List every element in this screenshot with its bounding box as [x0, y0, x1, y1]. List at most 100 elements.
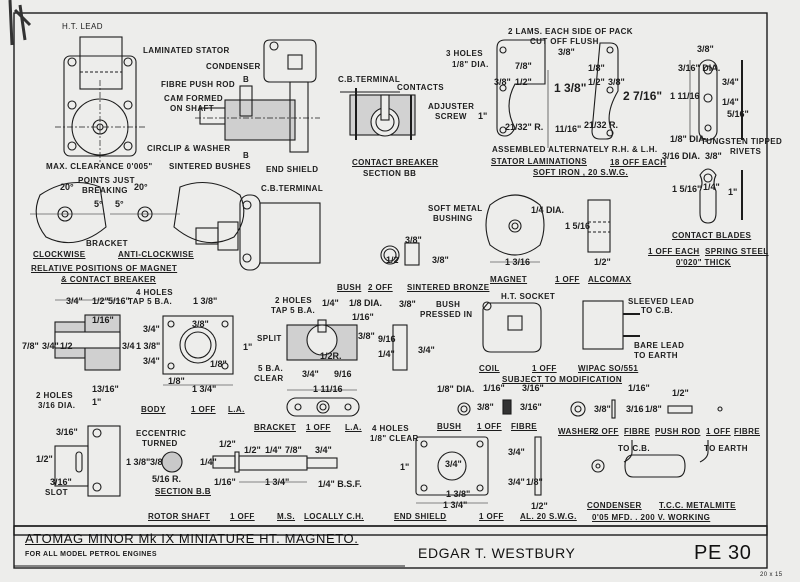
contact-blades-material: SPRING STEEL: [705, 247, 769, 256]
dimension-lines: [55, 60, 691, 504]
shaft-dim: 1/2": [219, 439, 236, 449]
end-shield-dim: 1 3/4": [443, 500, 468, 510]
section-bb-caption: SECTION BB: [363, 169, 417, 178]
bracket-dim: 3/4": [302, 369, 319, 379]
stator-dim: 1/8": [588, 63, 605, 73]
body-dim: 3/4": [143, 356, 160, 366]
stator-dim: 21/32" R.: [505, 122, 544, 132]
body-holes-2: TAP 5 B.A.: [128, 297, 173, 306]
rotor-part-dim: 3/16": [56, 427, 78, 437]
end-shield-holes-1: 4 HOLES: [372, 424, 410, 433]
section-dim: 3/8: [150, 457, 163, 467]
stator-dim: 2 7/16": [623, 89, 663, 103]
bush-fibre-material: FIBRE: [511, 422, 537, 431]
coil-drawing: [482, 300, 640, 353]
body-dim: 1/2": [92, 296, 109, 306]
washer-material: FIBRE: [624, 427, 650, 436]
stator-lamination-left: [496, 39, 546, 137]
stator-dim: 3/8": [558, 47, 575, 57]
breaking-label: BREAKING: [82, 186, 128, 195]
shaft-dim: 7/8": [285, 445, 302, 455]
rotor-part-dim: 3/16": [50, 477, 72, 487]
bush-fibre-dia: 1/8" DIA.: [437, 384, 475, 394]
bush-caption: BUSH: [337, 283, 362, 292]
bushing-label: BUSHING: [433, 214, 473, 223]
blade-dim: 1/8" DIA.: [670, 134, 708, 144]
gap-right: 5°: [115, 199, 124, 209]
magnet-width: 1 3/16: [505, 257, 531, 267]
bush-fibre-dim: 3/16": [522, 383, 544, 393]
bracket-dim: 3/8": [358, 331, 375, 341]
bracket-holes-1: 2 HOLES: [275, 296, 313, 305]
end-shield-caption: END SHIELD: [394, 512, 447, 521]
section-mark-top: B: [243, 75, 250, 84]
end-view-cb-terminal: C.B.TERMINAL: [261, 184, 324, 193]
washer-qty: 2 OFF: [594, 427, 619, 436]
bracket-dim: 3/4": [418, 345, 435, 355]
coil-qty: 1 OFF: [532, 364, 557, 373]
stator-dim: 1/2": [515, 77, 532, 87]
bracket-dim: 1/8 DIA.: [349, 298, 383, 308]
magnet-drawing: [485, 194, 611, 256]
condenser-drawing: [591, 440, 709, 478]
anticlockwise-label: ANTI-CLOCKWISE: [118, 250, 194, 259]
bracket-dim: 9/16: [378, 334, 396, 344]
shaft-dim: 1 3/4": [265, 477, 290, 487]
condenser-maker: T.C.C. METALMITE: [659, 501, 736, 510]
clockwise-label: CLOCKWISE: [33, 250, 86, 259]
rotor-part-dim: 1/2": [36, 454, 53, 464]
on-shaft-label: ON SHAFT: [170, 104, 215, 113]
stator-qty: 18 OFF EACH: [610, 158, 667, 167]
stator-dim: 1/2": [588, 77, 605, 87]
rotor-part-dim: 1 3/8": [126, 457, 151, 467]
blade-dim: 1/4": [722, 97, 739, 107]
end-shield-dim: 1": [400, 462, 410, 472]
drawing-number: PE 30: [694, 542, 752, 564]
contacts-label: CONTACTS: [397, 83, 445, 92]
circlip-label: CIRCLIP & WASHER: [147, 144, 231, 153]
blade-dia1: 3/16" DIA.: [678, 63, 721, 73]
body-dim: 3/4": [66, 296, 83, 306]
angle-right: 20°: [134, 182, 148, 192]
end-shield-dim: 3/4": [508, 477, 525, 487]
end-shield-material: AL. 20 S.W.G.: [520, 512, 577, 521]
to-cb-label: TO C.B.: [618, 444, 650, 453]
angle-left: 20°: [60, 182, 74, 192]
bush-dim: 1/2: [386, 255, 399, 265]
body-dim: 1/8": [168, 376, 185, 386]
bracket-label: BRACKET: [86, 239, 128, 248]
bracket-dim: 1 11/16: [313, 384, 343, 394]
body-dim: 1 3/8": [193, 296, 218, 306]
body-caption: BODY: [141, 405, 166, 414]
sleeved-lead-1: SLEEVED LEAD: [628, 297, 695, 306]
body-dim: 3/4: [122, 341, 135, 351]
bush-dim: 3/8": [405, 235, 422, 245]
body-material: L.A.: [228, 405, 245, 414]
relative-caption-2: & CONTACT BREAKER: [61, 275, 157, 284]
body-dim: 1/2: [60, 341, 73, 351]
blade-dim: 5/16": [727, 109, 749, 119]
bush-fibre-dim: 3/16": [520, 402, 542, 412]
contact-blade-short: [699, 168, 743, 224]
shaft-dim: 1/4" B.S.F.: [318, 479, 362, 489]
contact-blade-long: [698, 59, 743, 141]
end-shield-dim: 1/8": [526, 477, 543, 487]
adjuster-label: ADJUSTER: [428, 102, 475, 111]
section-bb-label: SECTION B.B: [155, 487, 211, 496]
end-shield-dim: 3/4": [508, 447, 525, 457]
rivets-label: RIVETS: [730, 147, 762, 156]
stator-caption: STATOR LAMINATIONS: [491, 157, 587, 166]
push-rod-dim: 1/2": [672, 388, 689, 398]
bracket-plan-view: [286, 397, 360, 417]
end-shield-dim: 1/2": [531, 501, 548, 511]
washer-dim: 3/16: [626, 404, 644, 414]
end-shield-holes-2: 1/8" CLEAR: [370, 434, 419, 443]
magnet-caption: MAGNET: [490, 275, 528, 284]
contact-blades-caption: CONTACT BLADES: [672, 231, 752, 240]
blade-dim: 1 11/16: [670, 91, 700, 101]
push-rod-material: FIBRE: [734, 427, 760, 436]
bush-fibre-caption: BUSH: [437, 422, 462, 431]
bracket-holes-2: TAP 5 B.A.: [271, 306, 316, 315]
section-dim: 5/16 R.: [152, 474, 182, 484]
